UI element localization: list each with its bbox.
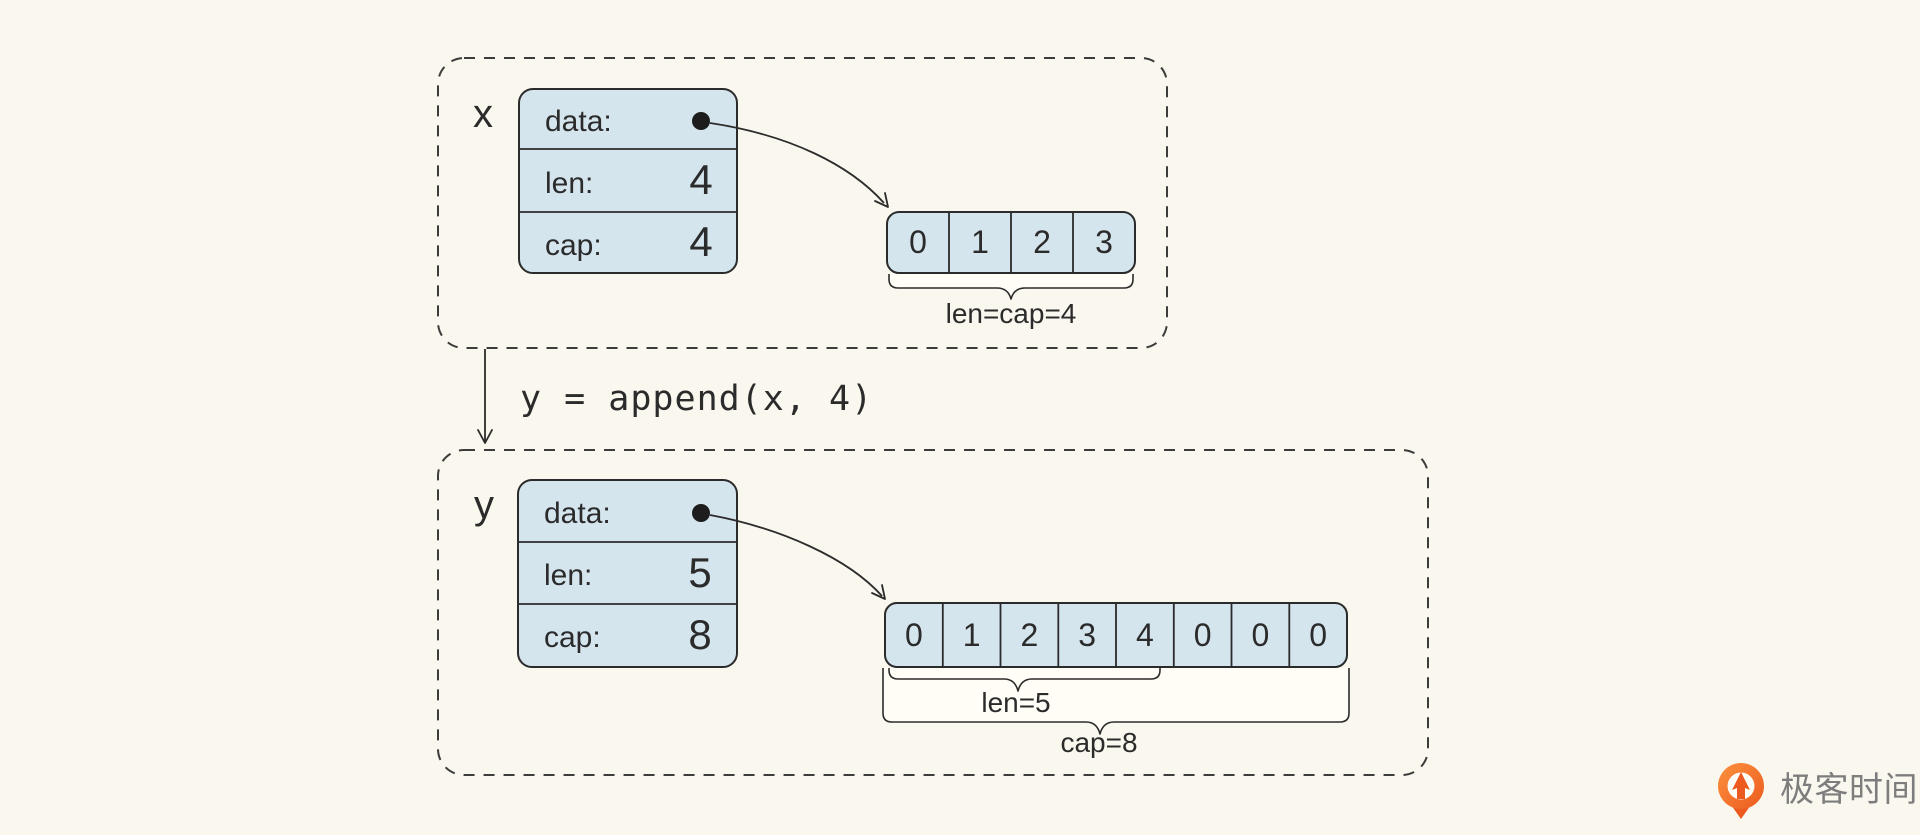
append-transition: y = append(x, 4) xyxy=(477,349,873,444)
array-cell-value: 2 xyxy=(1033,224,1051,260)
slice-y-field-len-label: len: xyxy=(544,559,592,592)
slice-y-cap-brace xyxy=(882,668,1350,735)
slice-y-pointer-arrowhead-icon xyxy=(871,584,886,600)
slice-y-len-brace xyxy=(888,668,1161,692)
slice-y-field-cap-label: cap: xyxy=(544,621,601,654)
slice-y-cap-brace-label: cap=8 xyxy=(1060,727,1137,758)
array-cell-value: 3 xyxy=(1078,617,1096,653)
slice-y-struct: data: len: 5 cap: 8 xyxy=(517,479,738,668)
slice-x-pointer-arrow xyxy=(709,122,885,204)
slice-x-group: x data: len: 4 cap: 4 0 1 2 3 xyxy=(437,57,1168,349)
array-cell-value: 1 xyxy=(963,617,981,653)
slice-x-pointer-arrowhead-icon xyxy=(874,192,889,208)
logo-up-arrow-icon xyxy=(1732,772,1750,799)
slice-x-field-len-value: 4 xyxy=(689,156,712,203)
geektime-logo-text: 极客时间 xyxy=(1780,771,1918,809)
slice-x-len-cap-brace xyxy=(888,274,1134,300)
slice-x-backing-array: 0 1 2 3 xyxy=(886,211,1136,274)
append-arrowhead-icon xyxy=(477,429,493,444)
array-cell-value: 3 xyxy=(1095,224,1113,260)
array-cell-value: 4 xyxy=(1136,617,1154,653)
array-cell-value: 0 xyxy=(1194,617,1212,653)
array-cell-value: 0 xyxy=(1252,617,1270,653)
slice-y-group: y data: len: 5 cap: 8 xyxy=(437,449,1429,776)
slice-x-struct-box xyxy=(518,88,738,274)
slice-y-field-cap-value: 8 xyxy=(688,611,711,658)
slice-x-brace-label: len=cap=4 xyxy=(946,298,1077,329)
pointer-dot-icon xyxy=(692,112,710,130)
slice-x-field-len-label: len: xyxy=(545,167,593,200)
slice-y-name-label: y xyxy=(474,483,494,527)
slice-y-dashed-container xyxy=(437,449,1429,776)
array-cell-value: 0 xyxy=(1309,617,1327,653)
array-cell-value: 2 xyxy=(1021,617,1039,653)
slice-x-field-cap-label: cap: xyxy=(545,229,602,262)
array-cell-value: 0 xyxy=(905,617,923,653)
array-cell-value: 1 xyxy=(971,224,989,260)
slice-y-field-data-label: data: xyxy=(544,497,611,530)
slice-x-name-label: x xyxy=(473,92,493,136)
slice-x-struct: data: len: 4 cap: 4 xyxy=(518,88,738,274)
slice-x-field-cap-value: 4 xyxy=(689,218,712,265)
append-operation-label: y = append(x, 4) xyxy=(520,379,873,419)
array-cell-value: 0 xyxy=(909,224,927,260)
pointer-dot-icon xyxy=(692,504,710,522)
slice-y-struct-box xyxy=(517,479,738,668)
geektime-logo: 极客时间 xyxy=(1718,763,1918,819)
slice-y-field-len-value: 5 xyxy=(688,549,711,596)
geektime-logo-icon xyxy=(1718,763,1764,819)
slice-x-field-data-label: data: xyxy=(545,105,612,138)
slice-y-len-brace-label: len=5 xyxy=(981,687,1050,718)
slice-y-pointer-arrow xyxy=(709,514,883,597)
slice-y-backing-array: 0 1 2 3 4 0 0 0 xyxy=(884,602,1348,668)
